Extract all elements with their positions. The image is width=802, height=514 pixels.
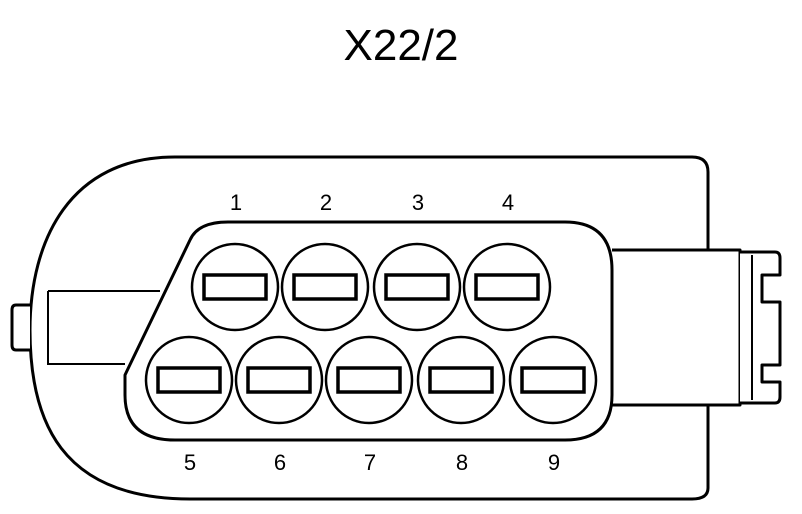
pin-slot [336,366,402,394]
pin-layer: 1 2 3 4 5 6 7 8 9 [144,190,598,475]
inner-left-recess [47,290,160,365]
pin-label: 2 [320,190,332,215]
right-locking-clip [740,250,782,405]
pin-slot [384,273,450,301]
pin-slot [246,366,312,394]
pin-7: 7 [324,335,414,475]
pin-label: 3 [412,190,424,215]
pin-label: 1 [230,190,242,215]
pin-slot [520,366,586,394]
pin-slot [428,366,494,394]
connector-title: X22/2 [344,21,459,70]
pin-slot [474,273,540,301]
pin-label: 7 [364,450,376,475]
pin-label: 4 [502,190,514,215]
pin-5: 5 [144,335,234,475]
left-latch-tab [10,303,30,352]
right-locking-block [612,248,742,407]
pin-6: 6 [234,335,324,475]
pin-label: 9 [548,450,560,475]
pin-1: 1 [190,190,280,332]
pin-slot [202,273,268,301]
pin-label: 8 [456,450,468,475]
pin-9: 9 [508,335,598,475]
pin-8: 8 [416,335,506,475]
pin-slot [292,273,358,301]
pin-3: 3 [372,190,462,332]
pin-4: 4 [462,190,552,332]
pin-2: 2 [280,190,370,332]
pin-slot [156,366,222,394]
pin-label: 6 [274,450,286,475]
pin-label: 5 [184,450,196,475]
